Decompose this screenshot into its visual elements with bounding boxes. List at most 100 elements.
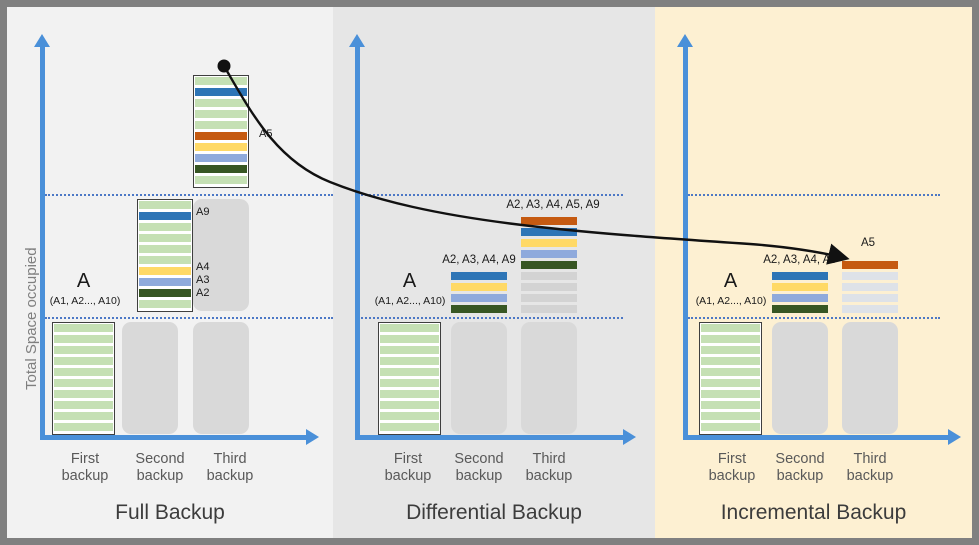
reference-line-lower: [361, 317, 623, 319]
y-axis-line: [40, 45, 45, 440]
segment-green: [195, 98, 247, 108]
segment-green: [139, 255, 191, 265]
segment-blue: [521, 227, 577, 237]
tick-third-backup: Third backup: [830, 451, 910, 485]
segment-green: [54, 345, 113, 355]
segment-green: [54, 389, 113, 398]
stack-second-backup[interactable]: [137, 199, 193, 312]
x-axis-line: [355, 435, 625, 440]
segment-orange: [521, 217, 577, 226]
y-axis-line: [355, 45, 360, 440]
segment-green: [380, 367, 439, 377]
first-backup-label: A: [402, 270, 417, 292]
first-backup-label: A: [76, 270, 91, 292]
segment-green: [701, 422, 760, 431]
segment-green: [54, 324, 113, 333]
segment-blue: [772, 272, 828, 281]
tick-second-backup: Second backup: [439, 451, 519, 485]
segment-gray: [521, 304, 577, 313]
segment-green: [701, 345, 760, 355]
stack-third-backup[interactable]: [842, 261, 898, 317]
segment-green: [195, 175, 247, 184]
y-axis-line: [683, 45, 688, 440]
segment-dark-green: [772, 304, 828, 314]
segment-light-blue: [772, 293, 828, 303]
x-axis-arrowhead: [948, 429, 961, 445]
segment-green: [139, 222, 191, 232]
stack-first-backup[interactable]: [378, 322, 441, 435]
segment-yellow: [772, 282, 828, 292]
segment-green: [139, 244, 191, 254]
first-backup-sublabel: (A1, A2..., A10): [374, 295, 446, 307]
segment-light-blue: [139, 277, 191, 286]
segment-blue: [195, 87, 247, 97]
segment-green: [139, 201, 191, 210]
tick-third-backup: Third backup: [190, 451, 270, 485]
tick-line-1: Second: [135, 451, 185, 467]
tick-line-1: First: [70, 451, 100, 467]
segment-pale-gray: [842, 282, 898, 292]
segment-green: [701, 356, 760, 366]
tick-line-1: First: [393, 451, 423, 467]
y-axis-arrowhead: [677, 34, 693, 47]
tick-line-2: backup: [206, 468, 254, 484]
panel-title-full-backup: Full Backup: [115, 501, 225, 524]
segment-light-blue: [451, 293, 507, 303]
panel-full-backup: Total Space occupied: [7, 7, 333, 538]
segment-green: [54, 378, 113, 388]
y-axis-label: Total Space occupied: [23, 247, 40, 390]
segment-blue: [139, 211, 191, 221]
segment-gray: [521, 282, 577, 291]
segment-yellow: [521, 238, 577, 248]
tick-line-2: backup: [846, 468, 894, 484]
first-backup-sublabel: (A1, A2..., A10): [49, 295, 121, 307]
tick-second-backup: Second backup: [120, 451, 200, 485]
segment-green: [701, 389, 760, 398]
stack-first-backup[interactable]: [699, 322, 762, 435]
tick-line-2: backup: [384, 468, 432, 484]
segment-green: [701, 334, 760, 344]
stack-third-backup[interactable]: [193, 75, 249, 188]
reference-line-upper: [45, 194, 333, 196]
tick-line-1: Third: [853, 451, 887, 467]
x-axis-line: [683, 435, 950, 440]
segment-green: [380, 400, 439, 409]
gray-block-second-lower: [451, 322, 507, 434]
stack-third-backup[interactable]: [521, 217, 577, 317]
segment-green: [195, 120, 247, 130]
segment-green: [54, 367, 113, 377]
tick-line-1: Third: [213, 451, 247, 467]
segment-green: [195, 109, 247, 119]
segment-label-a4: A4: [196, 261, 210, 273]
first-backup-label: A: [723, 270, 738, 292]
segment-orange: [195, 131, 247, 141]
segment-gray: [521, 293, 577, 302]
stack-first-backup[interactable]: [52, 322, 115, 435]
segment-light-blue: [521, 249, 577, 259]
stack-second-backup[interactable]: [772, 272, 828, 317]
tick-first-backup: First backup: [692, 451, 772, 485]
panel-title-differential-backup: Differential Backup: [406, 501, 582, 524]
segment-green: [701, 367, 760, 377]
segment-green: [54, 411, 113, 420]
segment-orange: [842, 261, 898, 270]
stack-second-backup[interactable]: [451, 272, 507, 317]
gray-block-second-lower: [122, 322, 178, 434]
segment-green: [701, 411, 760, 420]
segment-label-a3: A3: [196, 274, 210, 286]
segment-dark-green: [521, 260, 577, 270]
reference-line-lower: [45, 317, 333, 319]
tick-line-1: Second: [454, 451, 504, 467]
segment-green: [54, 400, 113, 409]
curve-label-a5: A5: [259, 128, 273, 140]
gray-block-third-lower: [193, 322, 249, 434]
segment-pale-gray: [842, 271, 898, 281]
segment-pale-gray: [842, 293, 898, 303]
reference-line-upper: [361, 194, 623, 196]
segment-gray: [521, 271, 577, 281]
tick-line-1: First: [717, 451, 747, 467]
segment-green: [195, 77, 247, 86]
panel-title-incremental-backup: Incremental Backup: [720, 501, 907, 524]
segment-green: [701, 324, 760, 333]
